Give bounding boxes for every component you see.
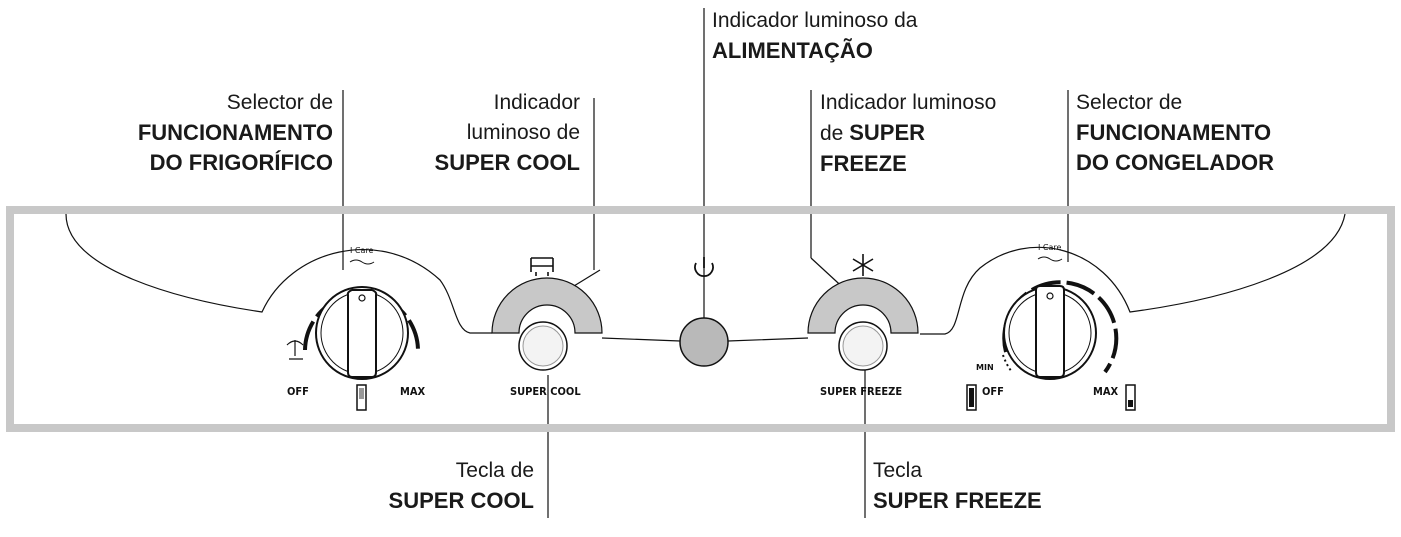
superfreeze-button-label: SUPER FREEZE — [820, 385, 902, 398]
power-icon — [694, 257, 714, 277]
bottle-icon — [530, 257, 554, 276]
supercool-indicator-label: Indicador luminoso de SUPER COOL — [434, 91, 580, 175]
freezer-dial-knob[interactable] — [1035, 285, 1065, 378]
freezer-dial-max: MAX — [1093, 385, 1119, 398]
vacation-icon — [286, 340, 304, 360]
fridge-dial-icare: I Care — [350, 246, 374, 255]
supercool-button-label: SUPER COOL — [510, 385, 581, 398]
panel-outline — [65, 213, 1346, 342]
fridge-selector-label: Selector de FUNCIONAMENTO DO FRIGORÍFICO — [137, 91, 333, 175]
superfreeze-indicator-lamp — [807, 277, 919, 334]
hand-icon — [349, 259, 375, 265]
hand-icon — [1037, 256, 1063, 262]
leader-lines — [342, 8, 1069, 518]
fridge-dial-max: MAX — [400, 385, 426, 398]
snowflake-icon — [852, 254, 874, 276]
freezer-dial-min: MIN — [976, 363, 994, 372]
fridge-dial-off: OFF — [287, 385, 309, 398]
panel-frame — [6, 206, 1395, 432]
supercool-key-label: Tecla de SUPER COOL — [388, 459, 534, 513]
supercool-indicator-lamp — [491, 277, 603, 334]
fridge-dial[interactable] — [303, 286, 421, 380]
freezer-selector-label: Selector de FUNCIONAMENTO DO CONGELADOR — [1076, 91, 1274, 175]
freezer-dial[interactable] — [1002, 280, 1119, 380]
freezer-max-level-icon — [1125, 384, 1136, 411]
superfreeze-indicator-label: Indicador luminoso de SUPER FREEZE — [820, 91, 997, 176]
power-indicator-label: Indicador luminoso da ALIMENTAÇÃO — [712, 9, 918, 63]
freezer-dial-off: OFF — [982, 385, 1004, 398]
freezer-dial-scale — [1002, 280, 1119, 374]
freezer-dial-icare: I Care — [1038, 243, 1062, 252]
superfreeze-key-label: Tecla SUPER FREEZE — [873, 459, 1042, 513]
power-indicator-lamp — [679, 317, 729, 367]
fridge-dial-knob[interactable] — [346, 289, 378, 378]
